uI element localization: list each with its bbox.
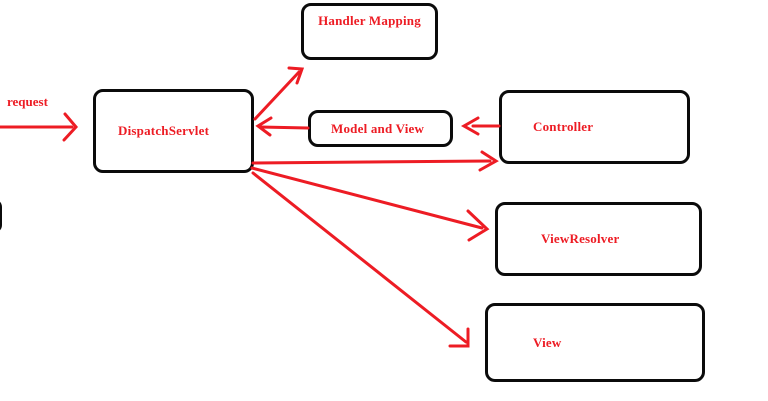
arrowhead-right bbox=[478, 150, 499, 172]
arrow-dispatch-servlet-to-controller bbox=[251, 150, 499, 172]
arrow-line bbox=[251, 171, 468, 344]
arrow-line bbox=[253, 70, 301, 121]
arrowhead-down-right bbox=[448, 327, 470, 348]
node-view-resolver: ViewResolver bbox=[495, 202, 702, 276]
arrow-line bbox=[251, 159, 492, 165]
arrowhead-up-right bbox=[287, 66, 305, 85]
node-dispatch-servlet-label: DispatchServlet bbox=[118, 123, 210, 138]
arrow-line bbox=[250, 166, 484, 230]
node-dispatch-servlet: DispatchServlet bbox=[93, 89, 254, 173]
arrowhead-right-down bbox=[466, 209, 490, 242]
node-view-resolver-label: ViewResolver bbox=[541, 231, 620, 246]
node-model-and-view-label: Model and View bbox=[331, 120, 425, 136]
arrow-dispatch-servlet-to-handler-mapping bbox=[253, 66, 305, 121]
arrow-request-to-dispatch-servlet bbox=[0, 112, 79, 142]
node-partial-left bbox=[0, 199, 2, 233]
node-view: View bbox=[485, 303, 705, 382]
node-handler-mapping: Handler Mapping bbox=[301, 3, 438, 60]
arrowhead-left bbox=[460, 116, 480, 136]
node-controller-label: Controller bbox=[533, 119, 594, 134]
arrow-dispatch-servlet-to-view-resolver bbox=[250, 166, 490, 242]
node-view-label: View bbox=[533, 334, 562, 350]
arrow-line bbox=[258, 125, 310, 130]
arrow-model-and-view-to-dispatch-servlet bbox=[255, 116, 310, 137]
arrow-controller-to-model-and-view bbox=[460, 116, 501, 136]
arrowhead-left bbox=[255, 116, 273, 137]
request-edge-label: request bbox=[7, 94, 48, 109]
node-handler-mapping-label: Handler Mapping bbox=[318, 13, 421, 28]
node-model-and-view: Model and View bbox=[308, 110, 453, 147]
arrow-dispatch-servlet-to-view bbox=[251, 171, 470, 348]
node-controller: Controller bbox=[499, 90, 690, 164]
arrowhead-right bbox=[62, 112, 79, 142]
